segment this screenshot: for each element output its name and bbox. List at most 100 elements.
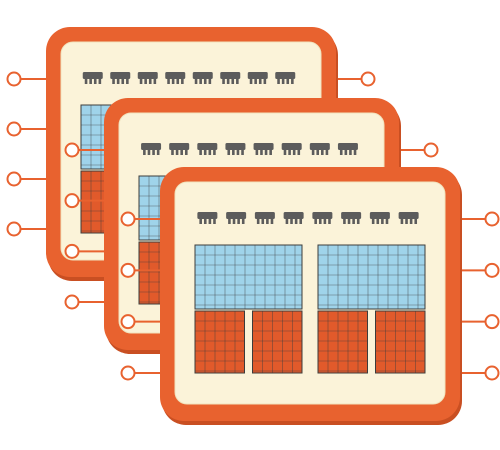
pin-icon — [458, 314, 500, 330]
slot-icon — [283, 212, 304, 224]
slot-leg — [153, 79, 157, 84]
slot-leg — [208, 79, 212, 84]
slot-leg — [199, 79, 202, 84]
slot-body — [275, 72, 296, 79]
slot-leg — [236, 150, 240, 155]
slot-leg — [277, 79, 280, 84]
slot-leg — [264, 150, 268, 155]
slot-body — [197, 143, 218, 150]
pin-pad — [64, 294, 80, 310]
slot-leg — [266, 219, 269, 224]
slot-icon — [337, 143, 358, 155]
slot-leg — [269, 150, 272, 155]
slot-leg — [314, 219, 317, 224]
slot-body — [309, 143, 330, 150]
slot-leg — [176, 79, 180, 84]
slot-icon — [275, 72, 296, 84]
pin-pad — [120, 314, 136, 330]
slot-leg — [180, 150, 183, 155]
slot-body — [192, 72, 213, 79]
slot-icon — [165, 72, 186, 84]
slot-body — [283, 212, 304, 219]
slot-leg — [171, 79, 175, 84]
slot-leg — [409, 219, 413, 224]
slot-body — [281, 143, 302, 150]
pin-icon — [64, 193, 106, 209]
pin-icon — [64, 142, 106, 158]
slot-leg — [213, 150, 216, 155]
slot-leg — [156, 150, 160, 155]
slot-body — [369, 212, 390, 219]
slot-leg — [376, 219, 380, 224]
slot-body — [110, 72, 131, 79]
slot-leg — [208, 219, 212, 224]
slot-leg — [353, 150, 357, 155]
slot-leg — [148, 79, 152, 84]
pin-icon — [458, 262, 500, 278]
slot-leg — [325, 150, 329, 155]
pin-icon — [458, 365, 500, 381]
slot-body — [312, 212, 333, 219]
slot-leg — [167, 79, 170, 84]
core-block-fill — [317, 310, 368, 374]
slot-icon — [369, 212, 390, 224]
slot-icon — [341, 212, 362, 224]
slot-leg — [321, 150, 324, 155]
pin-pad — [484, 365, 500, 381]
slot-body — [247, 72, 268, 79]
slot-body — [254, 212, 275, 219]
slot-body — [141, 143, 162, 150]
slot-leg — [349, 150, 352, 155]
slot-leg — [241, 219, 245, 224]
slot-leg — [285, 219, 289, 224]
slot-body — [197, 212, 218, 219]
slot-leg — [339, 150, 343, 155]
slot-leg — [143, 150, 146, 155]
pin-pad — [6, 221, 22, 237]
slot-leg — [241, 150, 244, 155]
pin-pad — [64, 243, 80, 259]
slot-leg — [112, 79, 115, 84]
slot-leg — [213, 219, 216, 224]
slot-leg — [352, 219, 355, 224]
slot-leg — [356, 219, 360, 224]
slot-leg — [286, 79, 290, 84]
slot-leg — [89, 79, 92, 84]
pin-pad — [120, 365, 136, 381]
slot-icon — [220, 72, 241, 84]
slot-leg — [261, 219, 265, 224]
slot-icon — [197, 143, 218, 155]
core-block — [252, 310, 303, 374]
memory-block — [194, 244, 303, 310]
core-block — [375, 310, 426, 374]
slot-leg — [236, 79, 239, 84]
slot-body — [398, 212, 419, 219]
slot-leg — [208, 150, 212, 155]
slot-body — [137, 72, 158, 79]
slot-body — [226, 212, 247, 219]
memory-block — [317, 244, 426, 310]
slot-leg — [84, 79, 88, 84]
pin-icon — [120, 365, 162, 381]
chip-icon — [120, 167, 500, 425]
slot-icon — [225, 143, 246, 155]
slot-leg — [292, 150, 296, 155]
slot-leg — [222, 79, 225, 84]
slot-icon — [141, 143, 162, 155]
slot-leg — [237, 219, 240, 224]
pin-icon — [120, 262, 162, 278]
slot-body — [225, 143, 246, 150]
slot-body — [169, 143, 190, 150]
slot-leg — [203, 79, 207, 84]
slot-leg — [263, 79, 267, 84]
slot-leg — [227, 150, 231, 155]
slot-leg — [347, 219, 351, 224]
slot-body — [337, 143, 358, 150]
slot-icon — [312, 212, 333, 224]
slot-leg — [343, 219, 346, 224]
slot-leg — [232, 150, 235, 155]
slot-leg — [294, 219, 298, 224]
slot-leg — [299, 219, 303, 224]
slot-leg — [231, 79, 235, 84]
pin-pad — [64, 193, 80, 209]
